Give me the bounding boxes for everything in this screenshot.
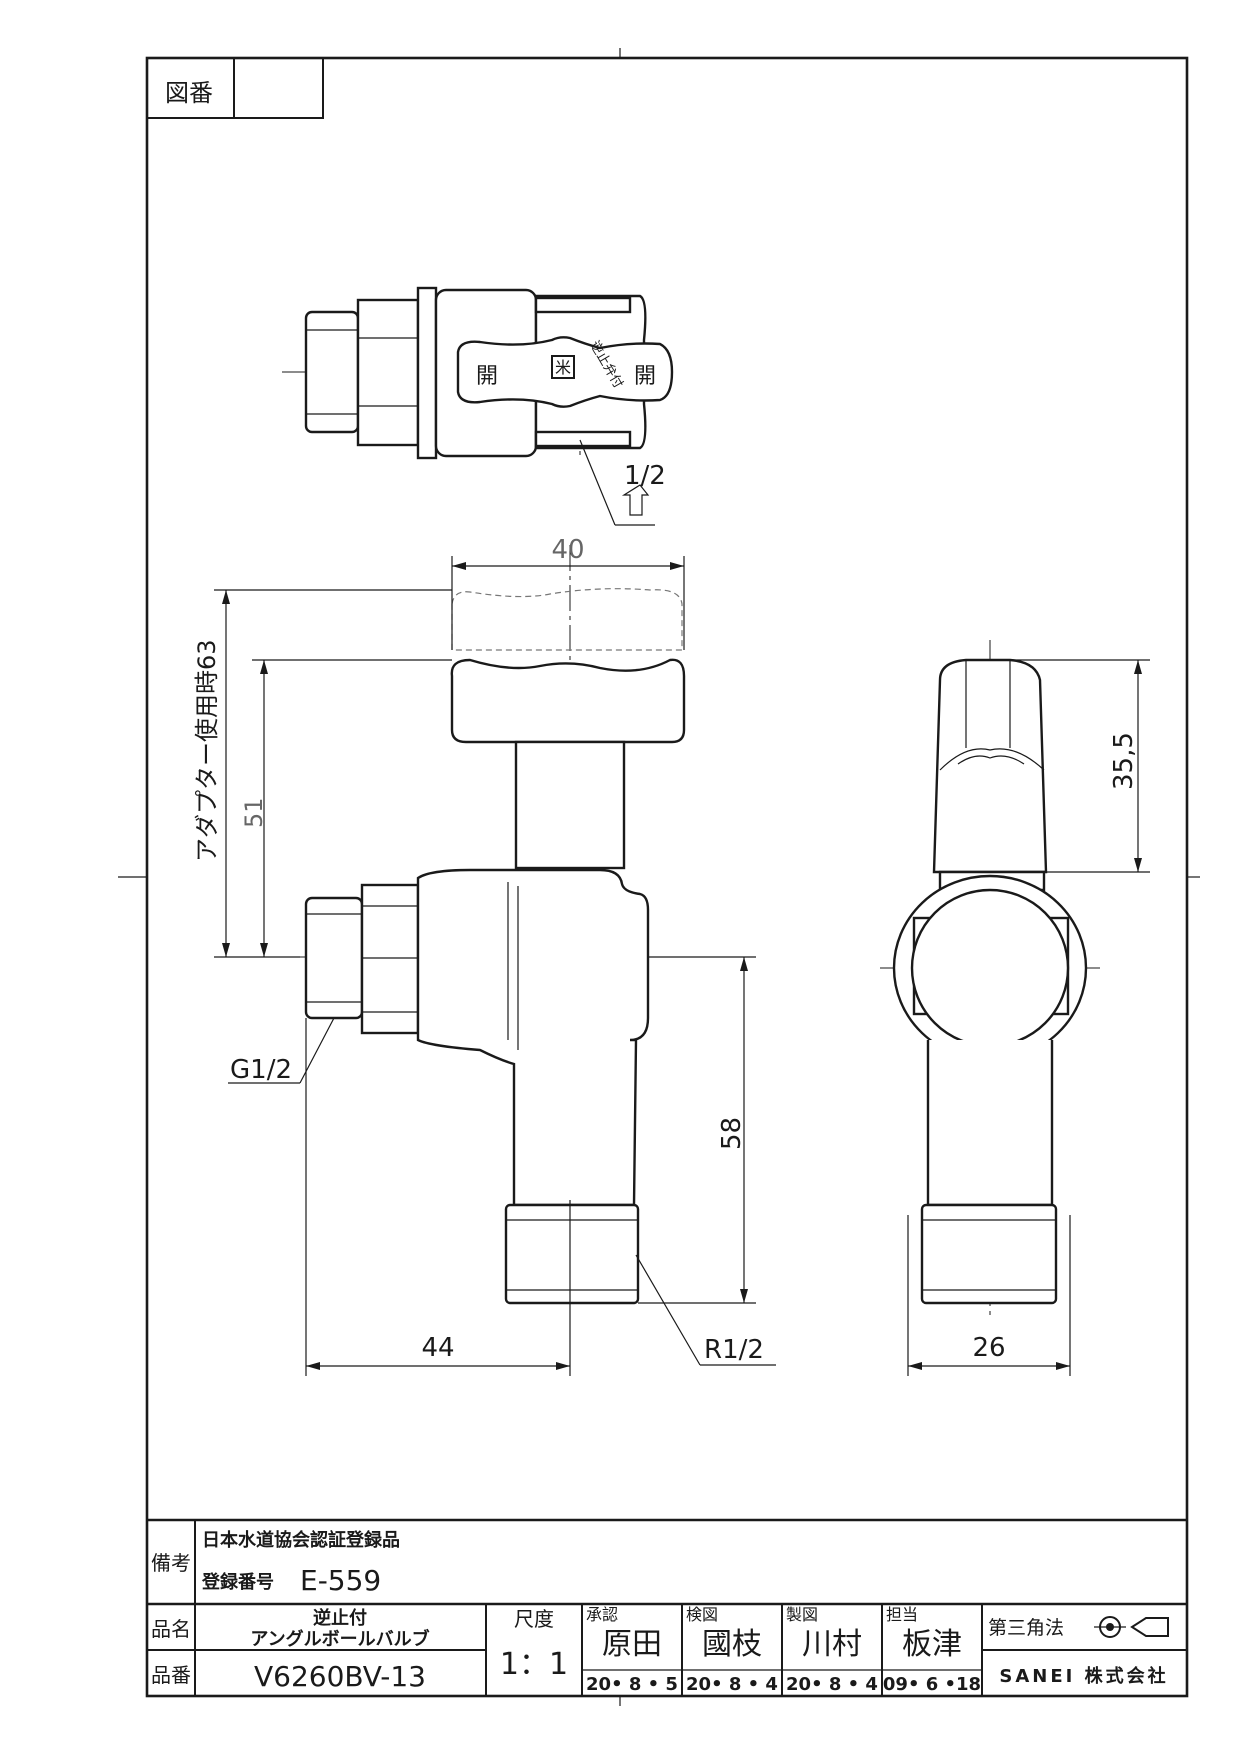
title-block: 備考 日本水道協会認証登録品 登録番号 E-559 品名 逆止付 アングルボール… [147, 1518, 1187, 1696]
top-size-label: 1/2 [624, 461, 666, 491]
handle-center-mark: 米 [555, 358, 571, 377]
charge-date: 09• 6 •18 [883, 1674, 981, 1695]
remarks-label: 備考 [151, 1551, 191, 1575]
projection-label: 第三角法 [988, 1617, 1064, 1639]
charge-label: 担当 [886, 1605, 918, 1624]
dim-outlet-drop: 58 [717, 1117, 747, 1150]
product-number: V6260BV-13 [254, 1660, 426, 1693]
approval-label: 承認 [586, 1605, 618, 1624]
front-view: 40 アダプター使用時63 51 G1/2 58 44 R1/2 [193, 535, 776, 1376]
dim-side-height: 35,5 [1109, 732, 1139, 790]
remarks-line2-label: 登録番号 [201, 1571, 274, 1593]
product-name-line1: 逆止付 [313, 1607, 367, 1629]
third-angle-projection-icon [1094, 1616, 1169, 1638]
dim-handle-width: 40 [551, 535, 584, 565]
charge-name: 板津 [902, 1627, 962, 1662]
dim-height-51: 51 [240, 797, 268, 828]
check-date: 20• 8 • 4 [686, 1674, 778, 1695]
company-name: SANEI 株式会社 [999, 1665, 1168, 1687]
product-name-label: 品名 [151, 1617, 191, 1641]
top-view: 米 開 開 逆止弁付 1/2 [282, 286, 674, 526]
drawn-label: 製図 [786, 1605, 818, 1624]
product-number-label: 品番 [151, 1663, 191, 1687]
remarks-line1: 日本水道協会認証登録品 [202, 1529, 400, 1551]
dim-side-width: 26 [972, 1333, 1005, 1363]
sheet-frame [118, 48, 1200, 1706]
check-name: 國枝 [702, 1627, 762, 1662]
dim-inlet-offset: 44 [421, 1333, 454, 1363]
drawing-number-label: 図番 [165, 79, 213, 107]
approval-date: 20• 8 • 5 [586, 1674, 678, 1695]
drawing-number-box: 図番 [146, 57, 324, 119]
drawn-name: 川村 [802, 1627, 862, 1662]
product-name-line2: アングルボールバルブ [250, 1628, 429, 1650]
check-label: 検図 [686, 1605, 718, 1624]
remarks-line2-value: E-559 [300, 1564, 381, 1597]
dim-outlet-thread: R1/2 [704, 1335, 764, 1365]
dim-inlet-thread: G1/2 [230, 1055, 292, 1085]
handle-open-left: 開 [476, 364, 498, 389]
scale-label: 尺度 [514, 1607, 554, 1631]
dim-adapter-height: アダプター使用時63 [193, 639, 221, 862]
scale-value: 1：1 [500, 1647, 568, 1682]
handle-open-right: 開 [634, 364, 656, 389]
approval-name: 原田 [602, 1627, 662, 1662]
side-view: 35,5 26 [880, 640, 1150, 1376]
drawn-date: 20• 8 • 4 [786, 1674, 878, 1695]
